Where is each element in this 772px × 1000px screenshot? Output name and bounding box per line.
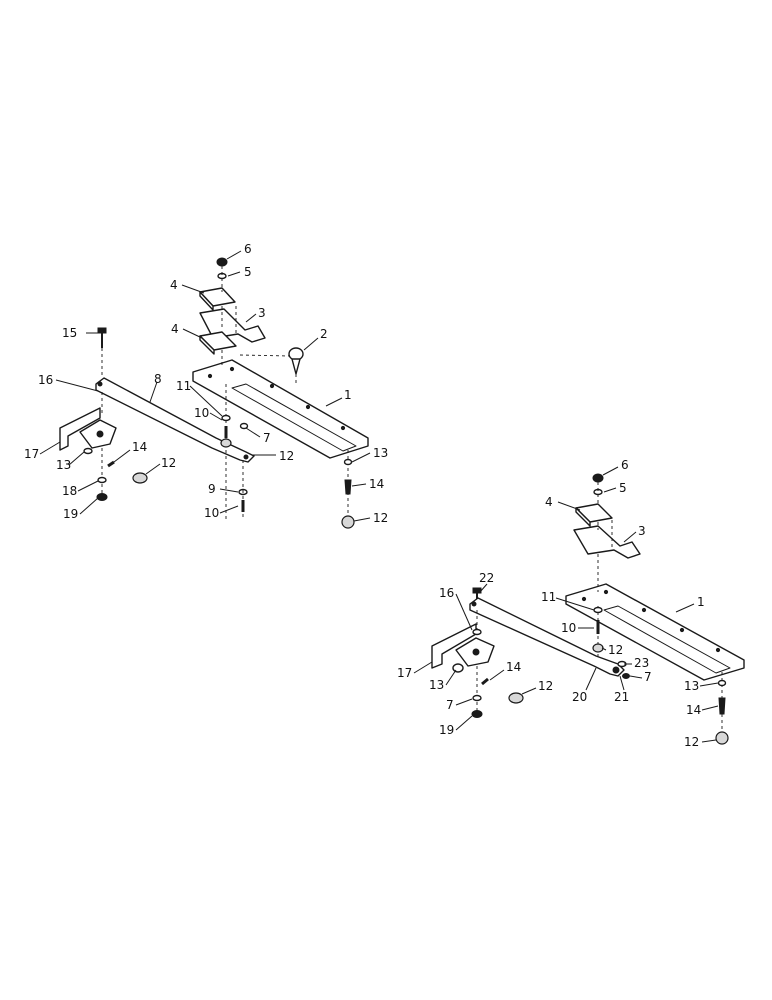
- left-arm: [95, 377, 255, 463]
- left-washer-13: [83, 447, 93, 455]
- right-callouts: 6 5 4 3 22 16 11 1 10 12 17 14 13 12 23 …: [397, 458, 705, 749]
- right-washer-13b: [717, 679, 727, 687]
- callout-right-14a: 14: [506, 660, 521, 674]
- left-assembly: [59, 257, 369, 529]
- callout-right-12b: 12: [538, 679, 553, 693]
- callout-right-7b: 7: [446, 698, 454, 712]
- callout-right-12c: 12: [684, 735, 699, 749]
- right-upper-plate: [575, 503, 613, 527]
- callout-left-12c: 12: [373, 511, 388, 525]
- callout-right-14b: 14: [686, 703, 701, 717]
- left-base-plate: [192, 359, 369, 459]
- right-assembly: [431, 473, 745, 745]
- callout-right-16: 16: [439, 586, 454, 600]
- callout-left-10a: 10: [194, 406, 209, 420]
- right-washer-16: [472, 628, 482, 636]
- left-cap-12: [132, 472, 148, 484]
- right-cap-12b: [715, 731, 729, 745]
- callout-left-3: 3: [258, 306, 266, 320]
- callout-right-10: 10: [561, 621, 576, 635]
- callout-right-20: 20: [572, 690, 587, 704]
- left-spacer-12: [220, 438, 232, 448]
- callout-left-2: 2: [320, 327, 328, 341]
- left-pin-14b: [344, 479, 352, 495]
- callout-left-14a: 14: [132, 440, 147, 454]
- callout-right-11: 11: [541, 590, 556, 604]
- callout-left-11: 11: [176, 379, 191, 393]
- callout-right-4: 4: [545, 495, 553, 509]
- left-pin-14: [107, 460, 115, 468]
- right-pin-14: [481, 677, 489, 686]
- left-upper-plate: [199, 287, 236, 311]
- right-arm: [469, 597, 625, 677]
- callout-right-17: 17: [397, 666, 412, 680]
- callout-left-15: 15: [62, 326, 77, 340]
- callout-left-13a: 13: [56, 458, 71, 472]
- callout-right-21: 21: [614, 690, 629, 704]
- right-washer-13: [452, 663, 464, 673]
- callout-left-12b: 12: [161, 456, 176, 470]
- left-washer-13b: [343, 458, 353, 466]
- callout-right-13a: 13: [429, 678, 444, 692]
- right-spacer-12: [592, 643, 604, 653]
- callout-left-19: 19: [63, 507, 78, 521]
- callout-right-1: 1: [697, 595, 705, 609]
- callout-left-5: 5: [244, 265, 252, 279]
- callout-left-1: 1: [344, 388, 352, 402]
- callout-left-14b: 14: [369, 477, 384, 491]
- callout-left-4a: 4: [170, 278, 178, 292]
- right-pin-14b: [718, 697, 726, 715]
- right-washer-11: [593, 606, 603, 614]
- callout-left-12a: 12: [279, 449, 294, 463]
- right-angle-bracket: [573, 525, 641, 559]
- callout-right-22: 22: [479, 571, 494, 585]
- left-bolt-15: [97, 327, 107, 348]
- right-washer-7: [472, 694, 482, 702]
- callout-right-19: 19: [439, 723, 454, 737]
- callout-left-7: 7: [263, 431, 271, 445]
- callout-left-18: 18: [62, 484, 77, 498]
- left-hinge-bracket: [59, 407, 117, 451]
- leader-lines: [39, 250, 719, 743]
- left-washer-7: [239, 422, 249, 430]
- left-cap-12b: [341, 515, 355, 529]
- callout-left-4b: 4: [171, 322, 179, 336]
- callout-right-5: 5: [619, 481, 627, 495]
- right-hinge-bracket: [431, 623, 495, 669]
- right-nut-7: [622, 673, 630, 679]
- callout-right-7a: 7: [644, 670, 652, 684]
- right-cap-12: [508, 692, 524, 704]
- callout-right-23: 23: [634, 656, 649, 670]
- left-washer-11: [221, 414, 231, 422]
- callout-left-8: 8: [154, 372, 162, 386]
- callout-right-6: 6: [621, 458, 629, 472]
- left-washer-18: [97, 476, 107, 484]
- left-lower-plate: [199, 331, 237, 355]
- left-nut-19: [96, 493, 108, 501]
- right-nut-19: [471, 710, 483, 718]
- callout-right-12a: 12: [608, 643, 623, 657]
- right-nut-6: [592, 473, 604, 483]
- left-nut-6: [216, 257, 228, 267]
- left-knob: [288, 347, 304, 375]
- left-callouts: 6 5 4 3 4 2 15 16 8 11 1 10 7 17 13 14 1…: [24, 242, 388, 525]
- callout-right-13b: 13: [684, 679, 699, 693]
- callout-left-9: 9: [208, 482, 216, 496]
- callout-left-13b: 13: [373, 446, 388, 460]
- right-base-plate: [565, 583, 745, 681]
- callout-left-16: 16: [38, 373, 53, 387]
- callout-left-6: 6: [244, 242, 252, 256]
- callout-left-17: 17: [24, 447, 39, 461]
- callout-right-3: 3: [638, 524, 646, 538]
- callout-left-10b: 10: [204, 506, 219, 520]
